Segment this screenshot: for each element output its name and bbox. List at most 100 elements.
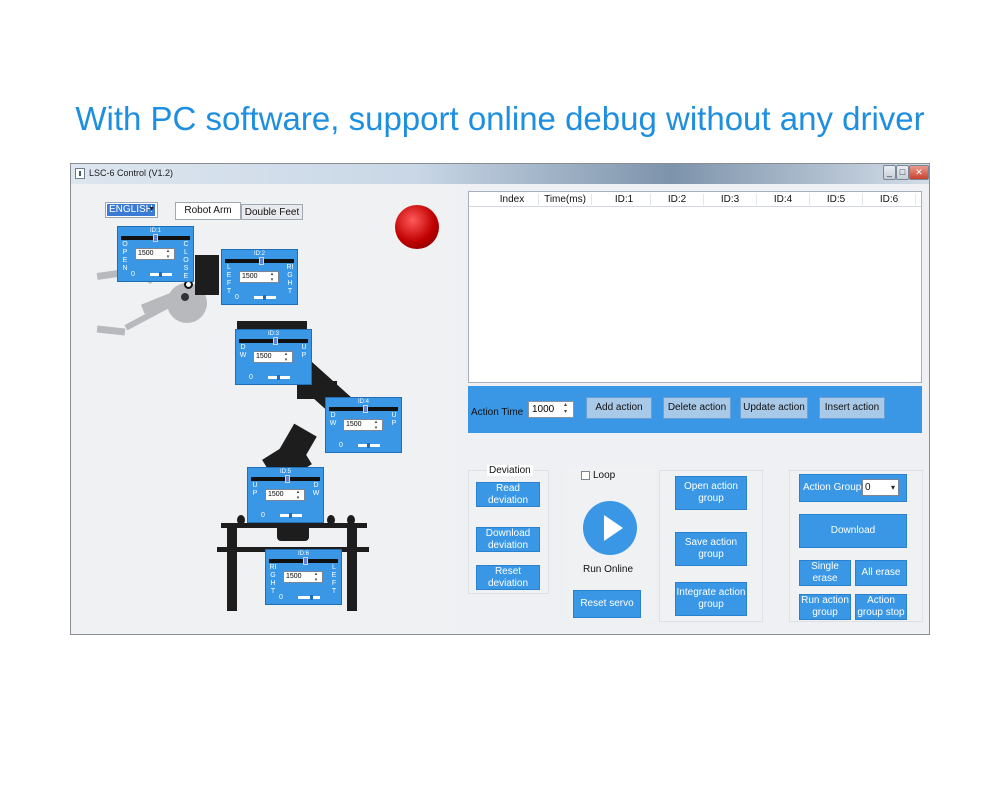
- fine-tune-slider[interactable]: [298, 595, 320, 600]
- download-deviation-button[interactable]: Download deviation: [476, 527, 540, 552]
- servo-min-label: 0: [249, 374, 253, 381]
- slider-thumb[interactable]: [363, 405, 368, 413]
- reset-deviation-button[interactable]: Reset deviation: [476, 565, 540, 590]
- column-header[interactable]: ID:6: [863, 194, 916, 205]
- servo-2-panel: ID:2 LEFT RIGHT 1500 0: [221, 249, 298, 305]
- servo-right-label: RIGHT: [286, 264, 294, 295]
- title-bar[interactable]: LSC-6 Control (V1.2) _ □ ✕: [71, 164, 929, 184]
- column-header[interactable]: ID:4: [757, 194, 810, 205]
- servo-min-label: 0: [131, 271, 135, 278]
- connection-status-indicator: [395, 205, 439, 249]
- servo-id: ID:5: [279, 469, 291, 475]
- servo-value-input[interactable]: 1500: [265, 489, 305, 501]
- servo-slider[interactable]: [269, 557, 338, 565]
- servo-right-label: UP: [301, 344, 307, 359]
- slider-thumb[interactable]: [303, 557, 308, 565]
- deviation-legend: Deviation: [487, 465, 533, 476]
- servo-slider[interactable]: [251, 475, 320, 483]
- column-header[interactable]: ID:3: [704, 194, 757, 205]
- slider-thumb[interactable]: [285, 475, 290, 483]
- servo-left-label: OPEN: [122, 241, 128, 272]
- column-header[interactable]: ID:5: [810, 194, 863, 205]
- app-window: LSC-6 Control (V1.2) _ □ ✕ ENGLISH ▼ Rob…: [70, 163, 930, 635]
- column-header[interactable]: ID:2: [651, 194, 704, 205]
- close-button[interactable]: ✕: [909, 165, 929, 180]
- column-header[interactable]: Time(ms): [539, 194, 592, 205]
- servo-slider[interactable]: [121, 234, 190, 242]
- tab-double-feet[interactable]: Double Feet: [241, 204, 303, 220]
- open-action-group-button[interactable]: Open action group: [675, 476, 747, 510]
- read-deviation-button[interactable]: Read deviation: [476, 482, 540, 507]
- window-title: LSC-6 Control (V1.2): [89, 168, 174, 178]
- servo-left-label: DW: [329, 412, 337, 427]
- tab-robot-arm[interactable]: Robot Arm: [175, 202, 241, 220]
- servo-right-label: UP: [391, 412, 397, 427]
- servo-right-label: LEFT: [331, 564, 337, 595]
- servo-right-label: DW: [312, 482, 320, 497]
- servo-1-panel: ID:1 OPEN CLOSE 1500 0: [117, 226, 194, 282]
- action-time-input[interactable]: 1000: [528, 401, 574, 418]
- servo-min-label: 0: [235, 294, 239, 301]
- save-action-group-button[interactable]: Save action group: [675, 532, 747, 566]
- servo-4-panel: ID:4 DW UP 1500 0: [325, 397, 402, 453]
- servo-value-input[interactable]: 1500: [343, 419, 383, 431]
- servo-id: ID:1: [149, 228, 161, 234]
- action-time-label: Action Time: [471, 407, 524, 418]
- servo-right-label: CLOSE: [183, 241, 189, 280]
- servo-min-label: 0: [279, 594, 283, 601]
- servo-left-label: LEFT: [226, 264, 232, 295]
- all-erase-button[interactable]: All erase: [855, 560, 907, 586]
- column-header[interactable]: Index: [486, 194, 539, 205]
- servo-min-label: 0: [339, 442, 343, 449]
- servo-slider[interactable]: [239, 337, 308, 345]
- table-header: Index Time(ms) ID:1 ID:2 ID:3 ID:4 ID:5 …: [469, 192, 921, 207]
- servo-slider[interactable]: [329, 405, 398, 413]
- fine-tune-slider[interactable]: [280, 513, 302, 518]
- servo-5-panel: ID:5 UP DW 1500 0: [247, 467, 324, 523]
- fine-tune-slider[interactable]: [268, 375, 290, 380]
- servo-slider[interactable]: [225, 257, 294, 265]
- single-erase-button[interactable]: Single erase: [799, 560, 851, 586]
- servo-value-input[interactable]: 1500: [135, 248, 175, 260]
- integrate-action-group-button[interactable]: Integrate action group: [675, 582, 747, 616]
- servo-min-label: 0: [261, 512, 265, 519]
- action-toolbar: Action Time 1000 Add action Delete actio…: [468, 386, 922, 433]
- action-group-label: Action Group: [803, 482, 862, 493]
- maximize-button[interactable]: □: [896, 165, 909, 180]
- servo-value-input[interactable]: 1500: [283, 571, 323, 583]
- headline: With PC software, support online debug w…: [75, 100, 925, 137]
- fine-tune-slider[interactable]: [254, 295, 276, 300]
- language-select[interactable]: ENGLISH ▼: [105, 202, 158, 218]
- slider-thumb[interactable]: [259, 257, 264, 265]
- fine-tune-slider[interactable]: [150, 272, 172, 277]
- slider-thumb[interactable]: [273, 337, 278, 345]
- download-button[interactable]: Download: [799, 514, 907, 548]
- servo-value-input[interactable]: 1500: [239, 271, 279, 283]
- loop-checkbox[interactable]: [581, 471, 590, 480]
- servo-3-panel: ID:3 DW UP 1500 0: [235, 329, 312, 385]
- language-selected: ENGLISH: [107, 204, 155, 216]
- app-icon: [75, 168, 85, 179]
- loop-label: Loop: [593, 470, 616, 481]
- update-action-button[interactable]: Update action: [740, 397, 808, 419]
- add-action-button[interactable]: Add action: [586, 397, 652, 419]
- fine-tune-slider[interactable]: [358, 443, 380, 448]
- run-action-group-button[interactable]: Run action group: [799, 594, 851, 620]
- play-icon[interactable]: [583, 501, 637, 555]
- servo-left-label: RIGHT: [269, 564, 277, 595]
- action-group-select[interactable]: 0: [862, 479, 899, 496]
- column-header[interactable]: ID:1: [598, 194, 651, 205]
- delete-action-button[interactable]: Delete action: [663, 397, 731, 419]
- slider-thumb[interactable]: [153, 234, 158, 242]
- minimize-button[interactable]: _: [883, 165, 896, 180]
- servo-id: ID:3: [267, 331, 279, 337]
- action-table[interactable]: Index Time(ms) ID:1 ID:2 ID:3 ID:4 ID:5 …: [468, 191, 922, 383]
- servo-value-input[interactable]: 1500: [253, 351, 293, 363]
- servo-id: ID:6: [297, 551, 309, 557]
- servo-id: ID:4: [357, 399, 369, 405]
- action-group-stop-button[interactable]: Action group stop: [855, 594, 907, 620]
- chevron-down-icon: ▼: [148, 206, 155, 213]
- reset-servo-button[interactable]: Reset servo: [573, 590, 641, 618]
- servo-6-panel: ID:6 RIGHT LEFT 1500 0: [265, 549, 342, 605]
- insert-action-button[interactable]: Insert action: [819, 397, 885, 419]
